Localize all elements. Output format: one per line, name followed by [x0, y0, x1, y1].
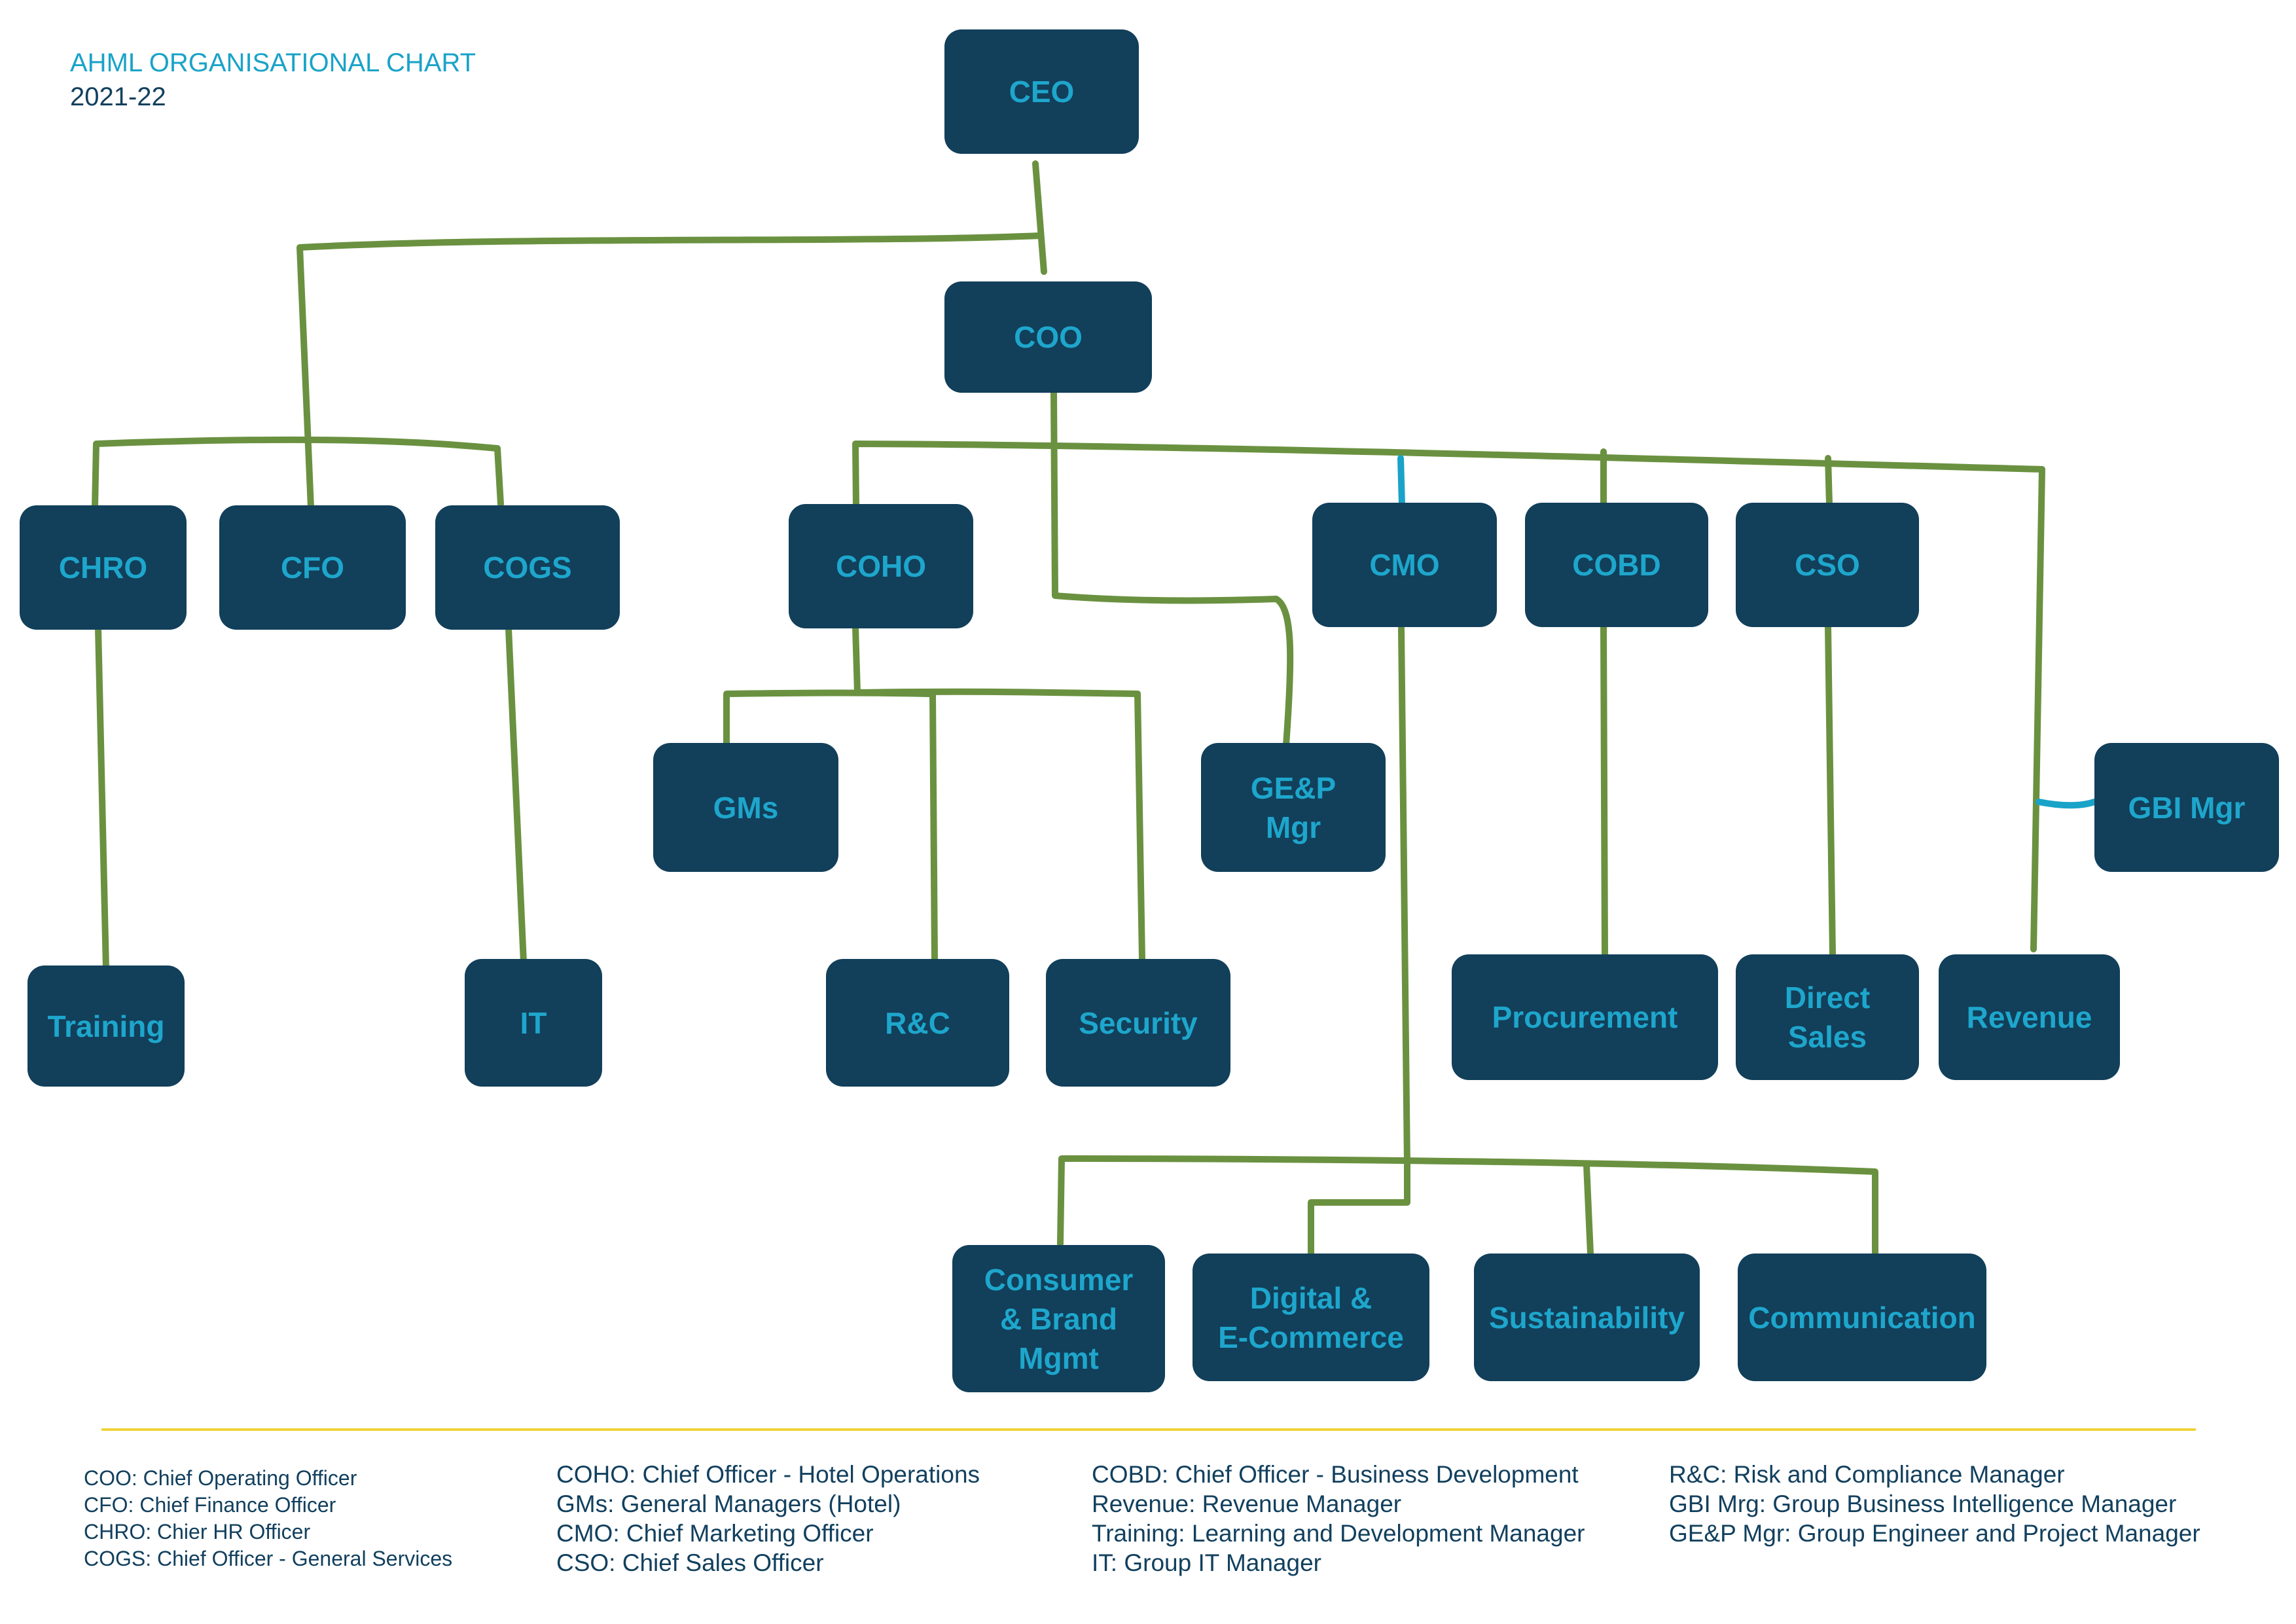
node-cso[interactable]: CSO [1736, 503, 1919, 627]
connector-coho-gms [723, 689, 933, 749]
node-cfo[interactable]: CFO [219, 505, 406, 630]
node-ceo[interactable]: CEO [944, 29, 1139, 154]
node-communication[interactable]: Communication [1738, 1254, 1986, 1381]
node-digital-ecommerce[interactable]: Digital & E-Commerce [1193, 1254, 1429, 1381]
legend-column-2: COHO: Chief Officer - Hotel Operations G… [556, 1460, 980, 1578]
legend-item: Training: Learning and Development Manag… [1092, 1520, 1585, 1547]
node-procurement[interactable]: Procurement [1452, 954, 1718, 1080]
node-cobd[interactable]: COBD [1525, 503, 1708, 627]
legend-item: COBD: Chief Officer - Business Developme… [1092, 1461, 1579, 1488]
node-direct-sales[interactable]: Direct Sales [1736, 954, 1919, 1080]
legend-item: GE&P Mgr: Group Engineer and Project Man… [1669, 1520, 2200, 1547]
connector-cmo-digital [1308, 1162, 1410, 1257]
legend-item: CFO: Chief Finance Officer [84, 1493, 336, 1517]
legend-item: COHO: Chief Officer - Hotel Operations [556, 1461, 980, 1488]
connector-coo-trunk [1050, 389, 1294, 748]
connector-cmo-accent [1397, 455, 1405, 507]
node-security[interactable]: Security [1046, 959, 1230, 1087]
node-chro[interactable]: CHRO [20, 505, 187, 630]
node-it[interactable]: IT [465, 959, 602, 1087]
legend-item: CHRO: Chier HR Officer [84, 1520, 311, 1543]
connector-coho-bar [852, 624, 1141, 697]
legend-item: COGS: Chief Officer - General Services [84, 1547, 453, 1570]
node-sustainability[interactable]: Sustainability [1474, 1254, 1700, 1381]
node-training[interactable]: Training [27, 965, 185, 1087]
chart-title: AHML ORGANISATIONAL CHART [70, 48, 476, 77]
node-coho[interactable]: COHO [789, 504, 973, 628]
legend-item: COO: Chief Operating Officer [84, 1466, 357, 1490]
node-coo[interactable]: COO [944, 281, 1152, 393]
connector-cfo-chro-cogs [92, 436, 504, 511]
connector-coho-rc [929, 691, 938, 964]
connector-ceo-coo [1032, 160, 1047, 275]
node-cogs[interactable]: COGS [435, 505, 620, 630]
legend-item: CMO: Chief Marketing Officer [556, 1520, 874, 1547]
legend-column-3: COBD: Chief Officer - Business Developme… [1092, 1460, 1585, 1578]
legend-column-1: COO: Chief Operating Officer CFO: Chief … [84, 1465, 452, 1572]
legend-item: GMs: General Managers (Hotel) [556, 1490, 901, 1517]
node-consumer-brand[interactable]: Consumer & Brand Mgmt [952, 1245, 1165, 1392]
connector-chro-training [95, 625, 109, 972]
connector-cso-directsales [1825, 624, 1836, 958]
connector-ceo-cfo [296, 232, 1044, 511]
node-rc[interactable]: R&C [826, 959, 1009, 1087]
connector-cobd-procurement [1600, 624, 1608, 958]
chart-subtitle: 2021-22 [70, 82, 166, 111]
node-gbi-mgr[interactable]: GBI Mgr [2094, 743, 2279, 872]
connector-coho-security [1134, 691, 1145, 962]
node-gep-mgr[interactable]: GE&P Mgr [1201, 743, 1386, 872]
connector-cso [1825, 455, 1833, 507]
legend-column-4: R&C: Risk and Compliance Manager GBI Mrg… [1669, 1460, 2200, 1548]
node-gms[interactable]: GMs [653, 743, 838, 872]
connector-cmo-sustainability [1583, 1162, 1594, 1257]
node-cmo[interactable]: CMO [1312, 503, 1497, 627]
legend-item: R&C: Risk and Compliance Manager [1669, 1461, 2065, 1488]
footer-divider [101, 1428, 2196, 1431]
connector-cmo-bar [1057, 1155, 1878, 1257]
connector-gbi-accent [2036, 799, 2098, 809]
legend-item: GBI Mrg: Group Business Intelligence Man… [1669, 1490, 2177, 1517]
node-revenue[interactable]: Revenue [1939, 954, 2120, 1080]
connector-cmo-trunk [1398, 625, 1410, 1168]
connector-coo-bar [852, 441, 2045, 952]
connector-cogs-it [505, 625, 527, 965]
legend-item: Revenue: Revenue Manager [1092, 1490, 1402, 1517]
legend-item: CSO: Chief Sales Officer [556, 1549, 824, 1576]
legend-item: IT: Group IT Manager [1092, 1549, 1321, 1576]
